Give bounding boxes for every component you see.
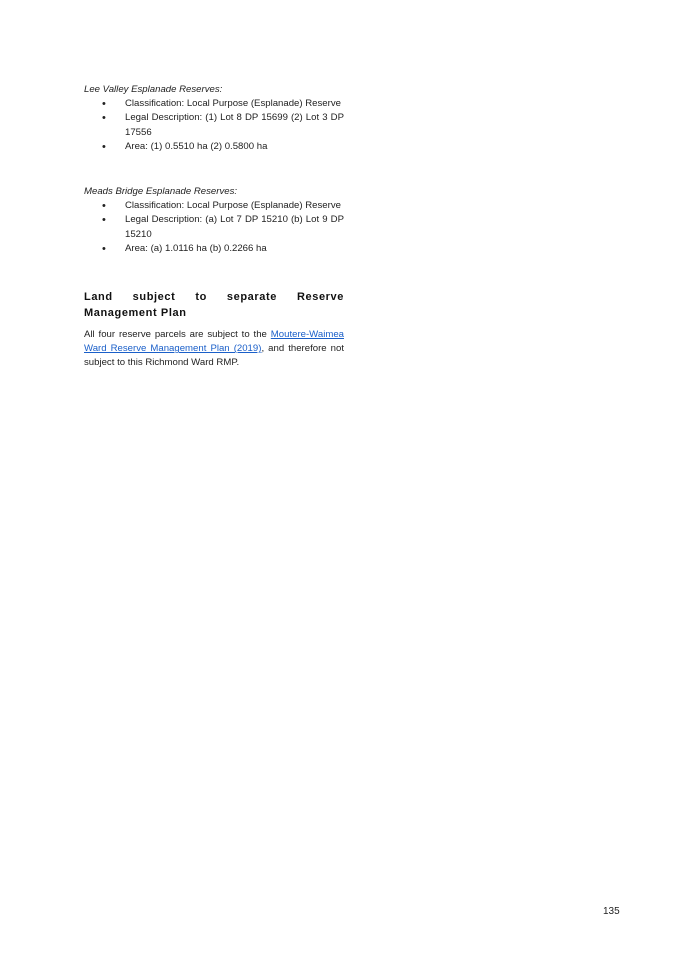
list-item: Area: (a) 1.0116 ha (b) 0.2266 ha [84, 242, 344, 256]
body-paragraph: All four reserve parcels are subject to … [84, 328, 344, 371]
list-item: Area: (1) 0.5510 ha (2) 0.5800 ha [84, 140, 344, 154]
lee-valley-section: Lee Valley Esplanade Reserves: Classific… [84, 83, 344, 154]
section-subtitle: Lee Valley Esplanade Reserves [84, 84, 220, 95]
section-heading: Land subject to separate Reserve Managem… [84, 291, 344, 319]
bullet-list: Classification: Local Purpose (Esplanade… [84, 199, 344, 256]
section-subtitle: Meads Bridge Esplanade Reserves: [84, 186, 238, 197]
subtitle-colon: : [219, 84, 223, 95]
page-number: 135 [603, 906, 620, 917]
list-item: Classification: Local Purpose (Esplanade… [84, 199, 344, 213]
meads-bridge-section: Meads Bridge Esplanade Reserves: Classif… [84, 185, 344, 256]
list-item: Legal Description: (1) Lot 8 DP 15699 (2… [84, 111, 344, 139]
paragraph-text: , and therefore not subject to this Rich… [84, 343, 344, 369]
paragraph-text: All four reserve parcels are subject to … [84, 329, 271, 340]
bullet-list: Classification: Local Purpose (Esplanade… [84, 97, 344, 154]
rmp-link[interactable]: Moutere-Waimea Ward Reserve Management P… [84, 329, 344, 355]
list-item: Legal Description: (a) Lot 7 DP 15210 (b… [84, 213, 344, 241]
list-item: Classification: Local Purpose (Esplanade… [84, 97, 344, 111]
